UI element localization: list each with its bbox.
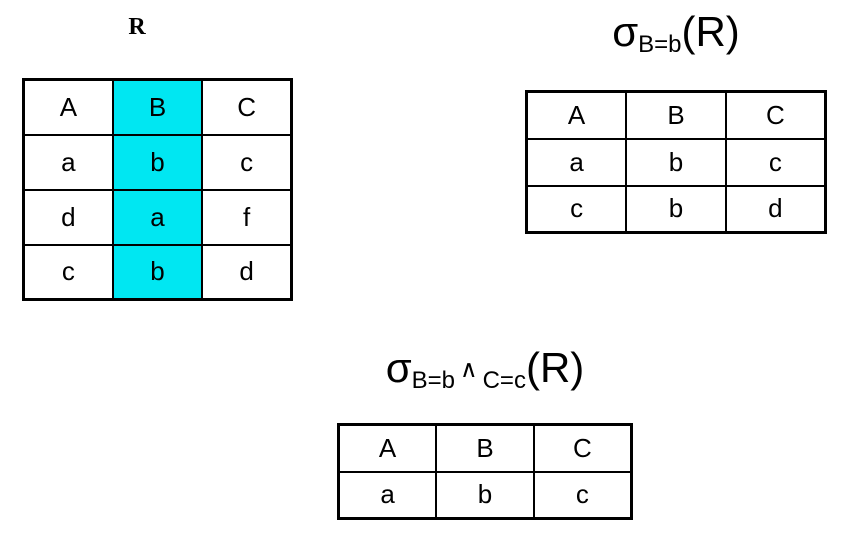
column-header: A: [337, 423, 438, 473]
selection-b-and-c-result-table: A B C a b c: [337, 423, 633, 520]
relation-r-table: A B C a b c d a f c b d: [22, 78, 293, 301]
header-row: A B C: [525, 90, 827, 140]
column-header-highlighted: B: [111, 78, 204, 136]
selection-condition-1: B=b: [411, 367, 456, 394]
selection-b-result-table: A B C a b c c b d: [525, 90, 827, 234]
table-cell-highlighted: b: [111, 243, 204, 301]
table-cell: c: [22, 243, 114, 301]
table-row: a b c: [337, 470, 633, 520]
table-row: c b d: [22, 243, 293, 301]
table-cell: a: [525, 137, 628, 187]
table-cell: c: [201, 133, 293, 191]
sigma-symbol: σ: [612, 8, 639, 55]
table-cell: f: [201, 188, 293, 246]
column-header: C: [201, 78, 293, 136]
column-header: C: [724, 90, 827, 140]
table-cell-highlighted: a: [111, 188, 204, 246]
table-cell: b: [625, 184, 727, 234]
selection-b-and-c-title: σB=b∧C=c(R): [337, 344, 633, 394]
table-cell: c: [525, 184, 628, 234]
table-row: a b c: [22, 133, 293, 191]
table-cell: c: [532, 470, 633, 520]
selection-b-title: σB=b(R): [525, 8, 827, 58]
and-operator: ∧: [460, 356, 478, 383]
selection-condition: B=b: [638, 31, 682, 58]
table-cell: d: [724, 184, 827, 234]
table-row: c b d: [525, 184, 827, 234]
table-cell: a: [22, 133, 114, 191]
table-cell: b: [625, 137, 727, 187]
column-header: C: [532, 423, 633, 473]
relation-argument: (R): [681, 8, 740, 55]
selection-condition-2: C=c: [482, 367, 526, 394]
header-row: A B C: [22, 78, 293, 136]
sigma-symbol: σ: [385, 344, 412, 391]
table-cell-highlighted: b: [111, 133, 204, 191]
table-row: d a f: [22, 188, 293, 246]
table-cell: b: [435, 470, 535, 520]
column-header: A: [525, 90, 628, 140]
column-header: A: [22, 78, 114, 136]
column-header: B: [435, 423, 535, 473]
header-row: A B C: [337, 423, 633, 473]
table-cell: c: [724, 137, 827, 187]
table-cell: d: [201, 243, 293, 301]
table-cell: a: [337, 470, 438, 520]
relation-argument: (R): [525, 344, 585, 391]
column-header: B: [625, 90, 727, 140]
table-row: a b c: [525, 137, 827, 187]
relation-r-title: R: [128, 14, 146, 40]
table-cell: d: [22, 188, 114, 246]
